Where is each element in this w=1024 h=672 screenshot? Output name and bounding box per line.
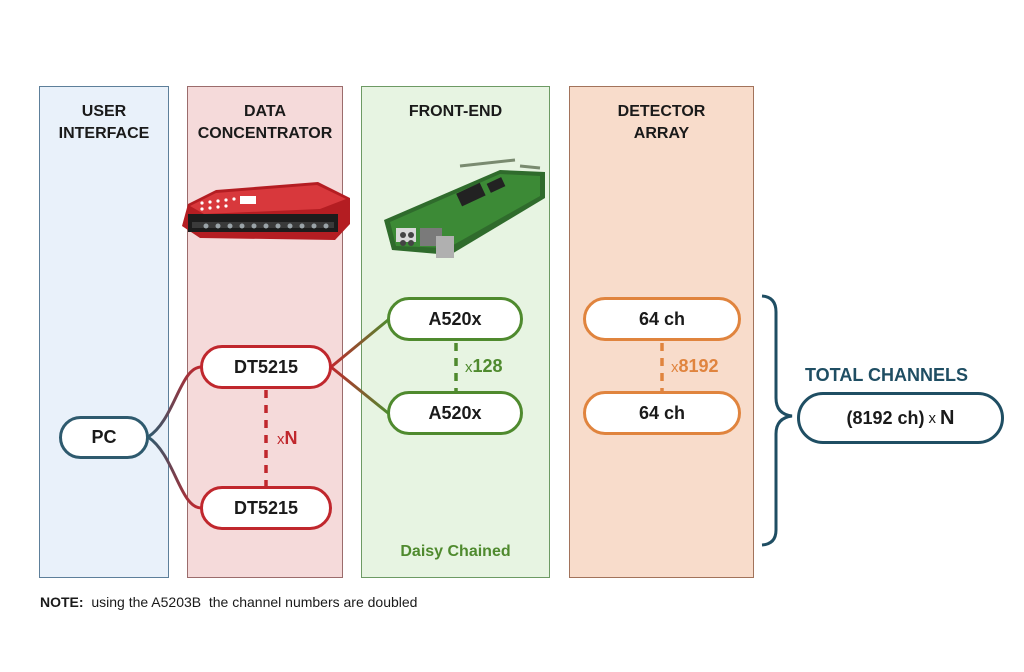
total-n: N — [940, 406, 955, 429]
multiplier-a520x-value: 128 — [472, 356, 503, 376]
column-title-user-interface: USER INTERFACE — [58, 103, 150, 142]
node-a520x-top: A520x — [387, 297, 523, 341]
footnote: NOTE: using the A5203B the channel numbe… — [40, 594, 417, 610]
node-64ch-bottom: 64 ch — [583, 391, 741, 435]
a520x-board-image — [384, 158, 545, 258]
column-title-data-concentrator: DATA CONCENTRATOR — [197, 103, 333, 142]
node-dt5215-bottom: DT5215 — [200, 486, 332, 530]
link-pc-dt5215-top — [147, 365, 203, 439]
column-title-front-end: FRONT-END — [408, 103, 503, 120]
multiplier-channels-value: 8192 — [678, 356, 719, 376]
node-dt5215-top: DT5215 — [200, 345, 332, 389]
multiplier-a520x: x128 — [465, 356, 503, 377]
multiplier-a520x-x: x — [465, 359, 473, 376]
link-pc-dt5215-bottom — [147, 435, 203, 510]
node-total-channels: (8192 ch) x N — [797, 392, 1004, 444]
brace-icon — [761, 294, 793, 547]
total-x: x — [928, 409, 937, 427]
dt5215-device-image — [182, 182, 350, 240]
link-dt5215-a520x-bottom — [330, 365, 389, 415]
multiplier-dt5215: xN — [277, 428, 298, 449]
multiplier-dt5215-value: N — [284, 428, 298, 448]
column-user-interface: USER INTERFACE — [39, 86, 169, 578]
multiplier-channels: x8192 — [671, 356, 719, 377]
node-pc: PC — [59, 416, 149, 459]
daisy-chained-label: Daisy Chained — [400, 543, 511, 560]
node-64ch-top: 64 ch — [583, 297, 741, 341]
column-title-detector-array: DETECTOR ARRAY — [617, 103, 706, 142]
total-channels-label: TOTAL CHANNELS — [805, 365, 969, 385]
multiplier-dt5215-x: x — [277, 431, 285, 448]
note-label: NOTE: — [40, 594, 84, 610]
node-a520x-bottom: A520x — [387, 391, 523, 435]
link-dt5215-a520x-top — [330, 318, 389, 369]
total-prefix: (8192 ch) — [846, 407, 925, 428]
note-text: using the A5203B the channel numbers are… — [83, 594, 418, 610]
multiplier-channels-x: x — [671, 359, 679, 376]
